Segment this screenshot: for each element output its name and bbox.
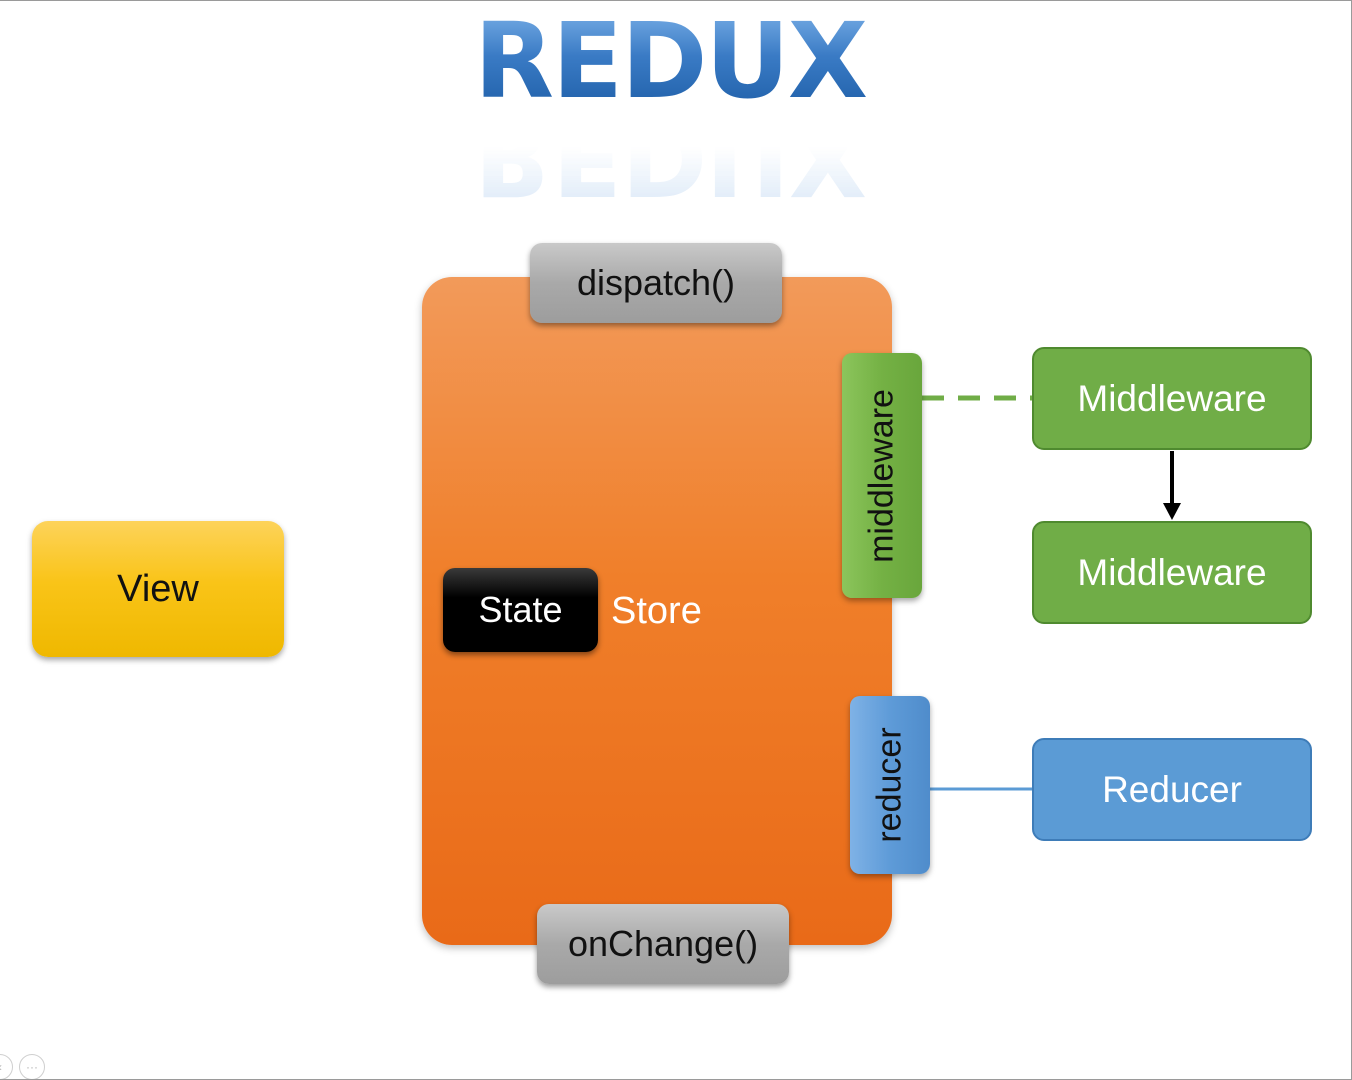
reducer-tab-label: reducer [870,727,909,843]
onchange-label: onChange() [567,923,759,964]
reducer-node-label: Reducer [1102,768,1242,810]
ellipsis-icon[interactable]: ··· [19,1054,45,1079]
store-label: Store [611,590,702,632]
middleware-node-label: Middleware [1077,377,1267,419]
dispatch-tab: dispatch() [530,243,782,323]
reducer-node: Reducer [1032,738,1312,841]
title-area: REDUX REDUX [460,9,880,209]
dispatch-label: dispatch() [576,262,736,303]
middleware-node-1: Middleware [1032,347,1312,450]
reducer-tab: reducer [850,696,930,874]
middleware-node-2: Middleware [1032,521,1312,624]
view-node: View [32,521,284,657]
middleware-tab: middleware [842,353,922,598]
middleware-node-label: Middleware [1077,551,1267,593]
onchange-tab: onChange() [537,904,789,984]
chevron-left-icon[interactable]: ‹ [0,1054,13,1079]
view-label: View [117,567,199,610]
state-label: State [478,589,563,630]
middleware-tab-label: middleware [862,388,901,563]
middleware-arrow-head [1163,503,1181,520]
page-title: REDUX [460,9,880,113]
title-reflection: REDUX [473,147,867,209]
state-node: State [443,568,598,652]
